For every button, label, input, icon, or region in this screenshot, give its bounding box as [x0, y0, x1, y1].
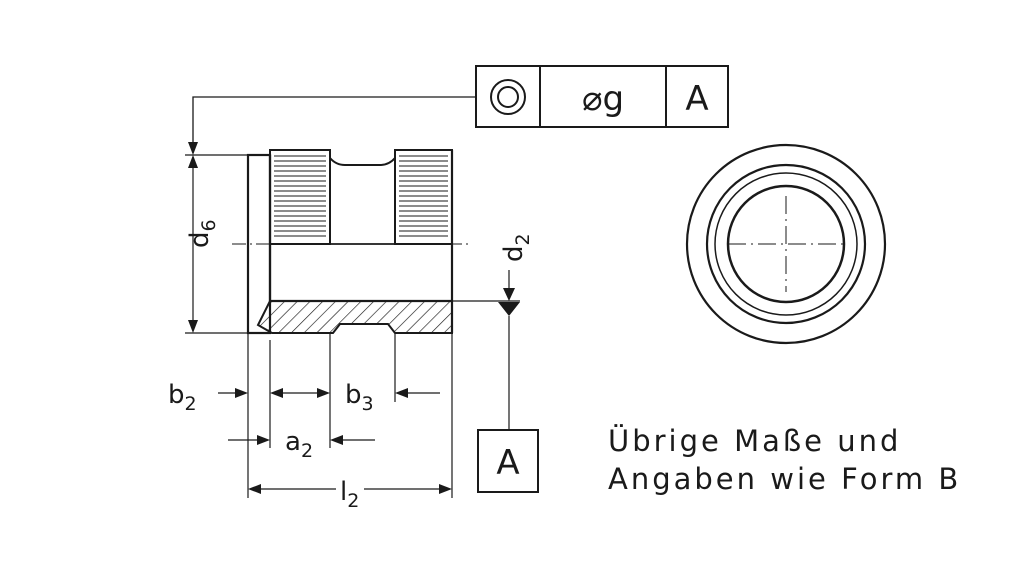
front-view — [685, 143, 887, 345]
dim-a2: a2 — [228, 427, 375, 462]
tolerance-datum: A — [685, 79, 708, 119]
dim-d6: d6 — [185, 154, 262, 334]
label-d2: d2 — [499, 233, 534, 262]
datum-label: A — [496, 443, 519, 483]
dim-l2: l2 — [248, 474, 452, 512]
concentricity-icon — [490, 79, 526, 115]
tolerance-leader — [188, 96, 476, 155]
label-a2: a2 — [285, 427, 313, 462]
section-hatch — [256, 300, 453, 334]
note-line-1: Übrige Maße und — [608, 424, 901, 458]
knurl-band-right — [394, 149, 453, 245]
tolerance-frame: ⌀g A — [475, 65, 729, 128]
label-b2: b2 — [168, 380, 197, 415]
extension-lines — [247, 333, 453, 498]
dim-b3: b3 — [300, 380, 440, 415]
tolerance-value: ⌀g — [582, 79, 624, 119]
datum-box: A — [477, 429, 539, 493]
dim-d2: d2 — [452, 233, 534, 430]
dim-b2: b2 — [168, 380, 300, 415]
note: Übrige Maße und Angaben wie Form B — [608, 424, 961, 496]
knurl-band-left — [269, 149, 331, 245]
label-d6: d6 — [185, 219, 220, 248]
side-view — [232, 149, 470, 335]
note-line-2: Angaben wie Form B — [608, 462, 961, 496]
label-l2: l2 — [340, 477, 359, 512]
label-b3: b3 — [345, 380, 374, 415]
